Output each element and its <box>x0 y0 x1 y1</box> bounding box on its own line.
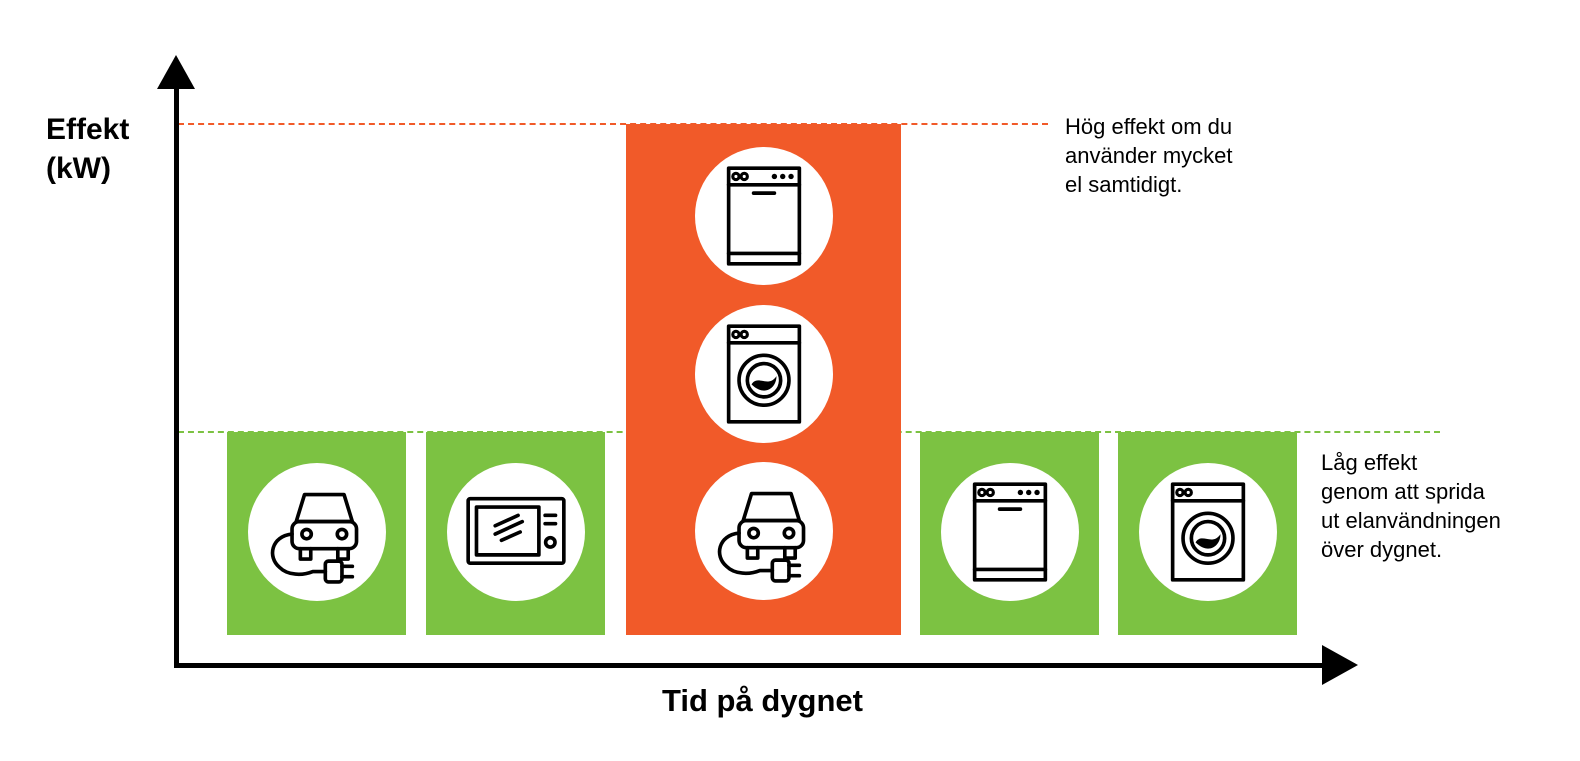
low-power-block-car <box>227 432 406 635</box>
washing-machine-icon <box>1156 480 1260 584</box>
annotation-line: använder mycket <box>1065 143 1233 168</box>
annotation-line: över dygnet. <box>1321 537 1443 562</box>
annotation-line: genom att sprida <box>1321 479 1485 504</box>
annotation-line: Låg effekt <box>1321 450 1418 475</box>
low-power-annotation: Låg effekt genom att sprida ut elanvändn… <box>1321 448 1501 564</box>
low-power-block-microwave <box>426 432 605 635</box>
x-axis <box>174 663 1326 668</box>
y-axis-label: Effekt (kW) <box>46 110 129 188</box>
appliance-circle <box>695 147 833 285</box>
high-power-block <box>626 124 901 635</box>
dishwasher-icon <box>958 480 1062 584</box>
annotation-line: ut elanvändningen <box>1321 508 1501 533</box>
annotation-line: el samtidigt. <box>1065 172 1183 197</box>
appliance-circle <box>695 462 833 600</box>
y-axis-arrow <box>157 55 195 89</box>
y-axis-label-line: (kW) <box>46 152 111 185</box>
car-charging-icon <box>265 480 369 584</box>
x-axis-arrow <box>1322 645 1358 685</box>
microwave-icon <box>464 480 568 584</box>
car-charging-icon <box>712 479 816 583</box>
y-axis-label-line: Effekt <box>46 113 130 146</box>
y-axis <box>174 84 179 668</box>
appliance-circle <box>248 463 386 601</box>
low-power-block-dishwasher <box>920 432 1099 635</box>
low-power-block-washing-machine <box>1118 432 1297 635</box>
dishwasher-icon <box>712 164 816 268</box>
x-axis-label: Tid på dygnet <box>662 683 863 718</box>
appliance-circle <box>941 463 1079 601</box>
appliance-circle <box>695 305 833 443</box>
high-power-level-line <box>178 123 1048 125</box>
washing-machine-icon <box>712 322 816 426</box>
appliance-circle <box>447 463 585 601</box>
high-power-annotation: Hög effekt om du använder mycket el samt… <box>1065 112 1233 199</box>
appliance-circle <box>1139 463 1277 601</box>
annotation-line: Hög effekt om du <box>1065 114 1233 139</box>
